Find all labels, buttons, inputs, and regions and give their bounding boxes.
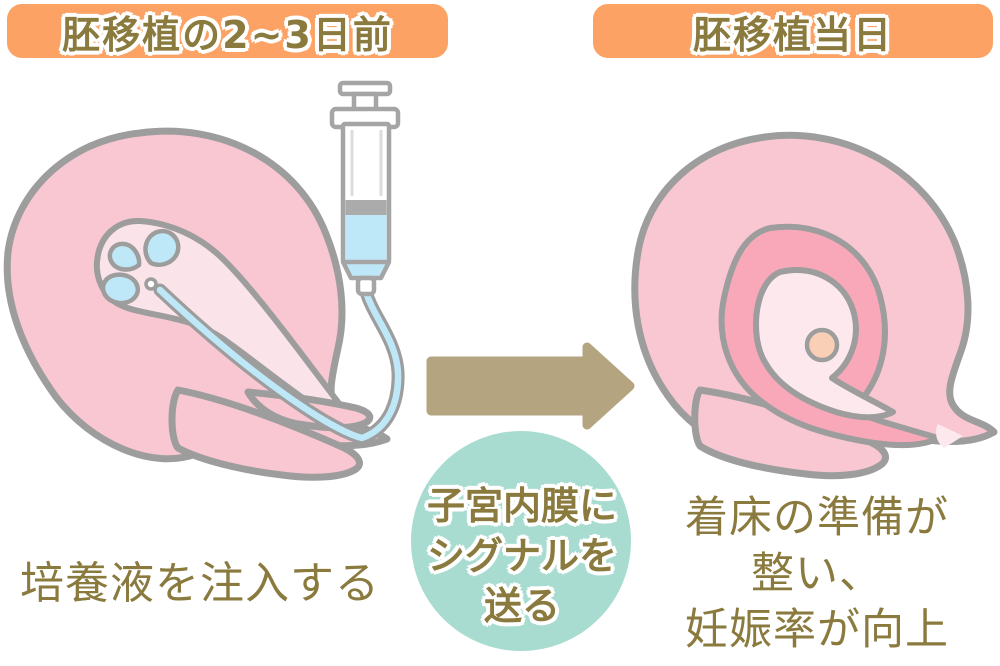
signal-circle-line: シグナルを (426, 534, 617, 578)
uterus-before-illustration (3, 80, 405, 481)
signal-circle (411, 431, 631, 651)
caption-result-line: 妊娠率が向上 (685, 605, 949, 655)
cervical-canal (936, 424, 963, 448)
uterus-after-illustration (631, 131, 998, 480)
syringe-icon (329, 80, 401, 297)
banner-before-transfer: 胚移植の2~3日前 (7, 4, 448, 58)
signal-circle-line: 送る (483, 584, 560, 628)
catheter-tube (144, 277, 405, 445)
banner-before-label: 胚移植の2~3日前 (62, 12, 393, 57)
signal-circle-label: 子宮内膜に シグナルを 送る (411, 481, 633, 631)
arrow-right-icon (426, 342, 635, 430)
catheter-tip (144, 277, 158, 291)
caption-result-line: 着床の準備が (685, 493, 949, 543)
droplet-icon (107, 241, 142, 272)
caption-result-line: 整い、 (751, 549, 883, 599)
fluid-droplets (100, 228, 181, 306)
droplet-icon (100, 272, 140, 306)
caption-implantation-result: 着床の準備が 整い、 妊娠率が向上 (650, 490, 984, 658)
banner-transfer-day-label: 胚移植当日 (692, 12, 893, 57)
droplet-icon (143, 228, 181, 268)
banner-transfer-day: 胚移植当日 (593, 4, 993, 58)
signal-circle-line: 子宮内膜に (426, 484, 617, 528)
embryo-icon (804, 327, 840, 363)
caption-inject-fluid: 培養液を注入する (20, 558, 380, 609)
